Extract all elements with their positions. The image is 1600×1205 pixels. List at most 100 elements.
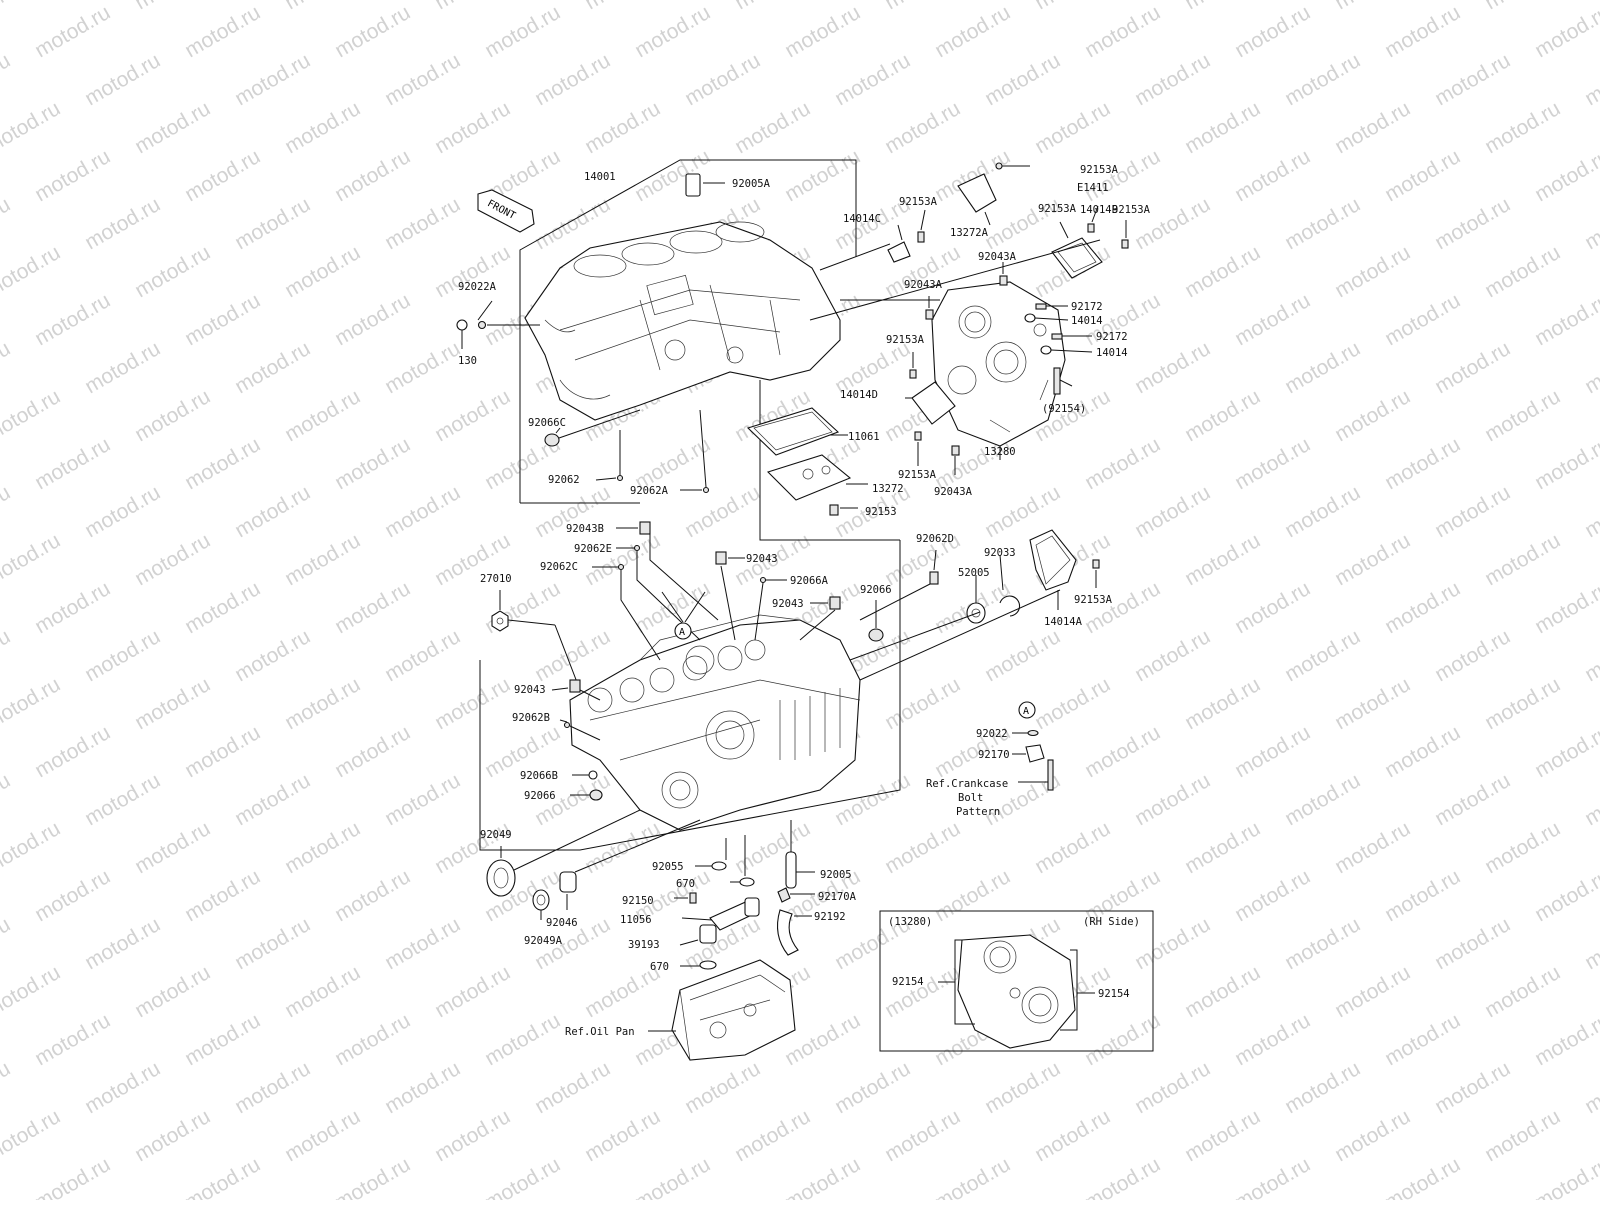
watermark-text: motod.ru bbox=[1231, 1, 1314, 62]
watermark-text: motod.ru bbox=[81, 913, 164, 974]
watermark-text: motod.ru bbox=[881, 961, 964, 1022]
watermark-text: motod.ru bbox=[931, 865, 1014, 926]
watermark-text: motod.ru bbox=[81, 49, 164, 110]
part-number-label: 92022A bbox=[458, 281, 497, 293]
watermark-text: motod.ru bbox=[1081, 1, 1164, 62]
watermark-text: motod.ru bbox=[1531, 1153, 1600, 1200]
callout-a-label-2: A bbox=[1023, 706, 1029, 717]
watermark-text: motod.ru bbox=[81, 625, 164, 686]
part-number-label: 92043A bbox=[934, 486, 973, 498]
watermark-text: motod.ru bbox=[1481, 0, 1564, 14]
watermark-text: motod.ru bbox=[281, 817, 364, 878]
watermark-text: motod.ru bbox=[481, 1153, 564, 1200]
watermark-text: motod.ru bbox=[281, 673, 364, 734]
part-number-label: 14014A bbox=[1044, 616, 1083, 628]
part-number-label: 92043 bbox=[514, 684, 546, 696]
watermark-text: motod.ru bbox=[431, 1105, 514, 1166]
part-number-label: E1411 bbox=[1077, 182, 1109, 194]
watermark-text: motod.ru bbox=[581, 97, 664, 158]
part-number-label: 92005 bbox=[820, 869, 852, 881]
watermark-text: motod.ru bbox=[1231, 433, 1314, 494]
watermark-text: motod.ru bbox=[281, 241, 364, 302]
part-number-label: 92005A bbox=[732, 178, 771, 190]
watermark-text: motod.ru bbox=[131, 1105, 214, 1166]
part-number-label: 92062E bbox=[574, 543, 612, 555]
hose-icon bbox=[777, 909, 799, 956]
watermark-text: motod.ru bbox=[531, 49, 614, 110]
watermark-text: motod.ru bbox=[1281, 481, 1364, 542]
watermark-text: motod.ru bbox=[431, 0, 514, 14]
watermark-text: motod.ru bbox=[181, 865, 264, 926]
lower-crankcase-group: A bbox=[479, 521, 1100, 920]
watermark-text: motod.ru bbox=[881, 97, 964, 158]
watermark-text: motod.ru bbox=[181, 1, 264, 62]
watermark-text: motod.ru bbox=[1131, 481, 1214, 542]
watermark-text: motod.ru bbox=[281, 385, 364, 446]
watermark-text: motod.ru bbox=[1081, 433, 1164, 494]
part-number-label: 11061 bbox=[848, 431, 880, 443]
watermark-text: motod.ru bbox=[31, 721, 114, 782]
part-labels: 1400192005A92022A13092066C9206292062A140… bbox=[458, 164, 1151, 1038]
watermark-text: motod.ru bbox=[31, 433, 114, 494]
watermark-text: motod.ru bbox=[431, 673, 514, 734]
watermark-text: motod.ru bbox=[0, 625, 14, 686]
watermark-text: motod.ru bbox=[1581, 769, 1600, 830]
watermark-text: motod.ru bbox=[1581, 913, 1600, 974]
watermark-text: motod.ru bbox=[331, 433, 414, 494]
watermark-text: motod.ru bbox=[1181, 0, 1264, 14]
watermark-text: motod.ru bbox=[481, 1, 564, 62]
watermark-text: motod.ru bbox=[1481, 97, 1564, 158]
part-number-label: 670 bbox=[676, 878, 695, 890]
breather-cover-group bbox=[746, 380, 900, 541]
ref-oil-pan-label: Ref.Oil Pan bbox=[565, 1026, 635, 1038]
watermark-text: motod.ru bbox=[281, 529, 364, 590]
part-number-label: 92192 bbox=[814, 911, 846, 923]
watermark-text: motod.ru bbox=[1531, 865, 1600, 926]
part-number-label: 92043A bbox=[904, 279, 943, 291]
part-number-label: 92049A bbox=[524, 935, 563, 947]
watermark-text: motod.ru bbox=[1131, 769, 1214, 830]
part-number-label: 92153A bbox=[898, 469, 937, 481]
watermark-text: motod.ru bbox=[1431, 49, 1514, 110]
watermark-text: motod.ru bbox=[0, 673, 64, 734]
watermark-text: motod.ru bbox=[381, 193, 464, 254]
watermark-text: motod.ru bbox=[481, 1009, 564, 1070]
part-number-label: 14014D bbox=[840, 389, 878, 401]
watermark-text: motod.ru bbox=[1431, 769, 1514, 830]
watermark-text: motod.ru bbox=[1181, 817, 1264, 878]
watermark-text: motod.ru bbox=[1481, 529, 1564, 590]
watermark-text: motod.ru bbox=[1531, 721, 1600, 782]
part-number-label: 92046 bbox=[546, 917, 578, 929]
watermark-text: motod.ru bbox=[131, 385, 214, 446]
watermark-text: motod.ru bbox=[181, 577, 264, 638]
watermark-text: motod.ru bbox=[1581, 625, 1600, 686]
watermark-text: motod.ru bbox=[1031, 1105, 1114, 1166]
part-number-label: 52005 bbox=[958, 567, 990, 579]
watermark-text: motod.ru bbox=[1281, 49, 1364, 110]
right-cover-group bbox=[809, 162, 1129, 475]
bushing-icon bbox=[559, 871, 577, 893]
watermark-text: motod.ru bbox=[581, 1105, 664, 1166]
watermark-text: motod.ru bbox=[1481, 961, 1564, 1022]
watermark-text: motod.ru bbox=[331, 1153, 414, 1200]
watermark-text: motod.ru bbox=[1081, 1009, 1164, 1070]
watermark-text: motod.ru bbox=[1531, 1, 1600, 62]
watermark-text: motod.ru bbox=[331, 865, 414, 926]
part-number-label: 14014 bbox=[1096, 347, 1128, 359]
part-number-label: 92055 bbox=[652, 861, 684, 873]
watermark-text: motod.ru bbox=[731, 97, 814, 158]
part-number-label: 92172 bbox=[1071, 301, 1103, 313]
watermark-text: motod.ru bbox=[231, 193, 314, 254]
watermark-text: motod.ru bbox=[1131, 1057, 1214, 1118]
part-number-label: 13280 bbox=[984, 446, 1016, 458]
part-number-label: 13272A bbox=[950, 227, 989, 239]
watermark-text: motod.ru bbox=[331, 289, 414, 350]
watermark-text: motod.ru bbox=[681, 1057, 764, 1118]
part-number-label: 92062A bbox=[630, 485, 669, 497]
watermark-text: motod.ru bbox=[331, 721, 414, 782]
watermark-text: motod.ru bbox=[931, 1, 1014, 62]
watermark-text: motod.ru bbox=[1131, 625, 1214, 686]
part-number-label: 92170 bbox=[978, 749, 1010, 761]
watermark-text: motod.ru bbox=[0, 769, 14, 830]
